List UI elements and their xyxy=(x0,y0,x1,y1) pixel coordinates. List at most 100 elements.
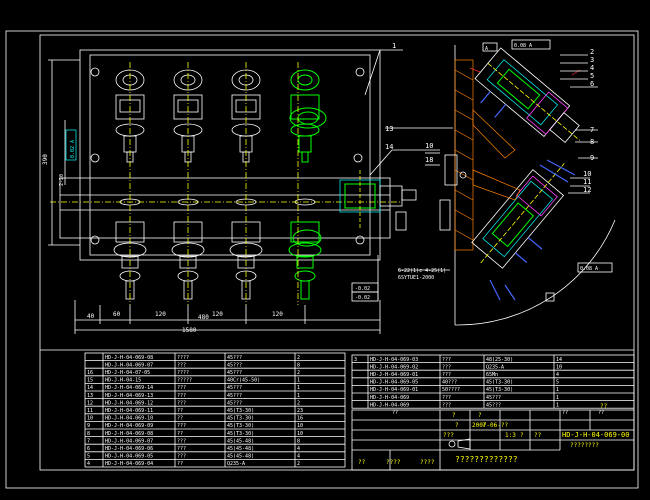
tb-mark-5: ?? xyxy=(600,403,608,410)
part-no-14: 14 xyxy=(385,143,393,151)
left-table-cell-qty: 2 xyxy=(297,370,300,376)
left-table-cell-material: 40Cr(45-50) xyxy=(227,378,260,384)
part-no-12: 12 xyxy=(583,186,591,194)
left-table-cell-no: 14 xyxy=(87,385,93,391)
right-table-cell-name: 40??? xyxy=(442,380,457,386)
part-no-9: 9 xyxy=(590,154,594,162)
right-table-cell-material: 48(25-30) xyxy=(486,357,513,363)
right-table-cell-code: HD-J-H-04-069-02 xyxy=(370,364,418,370)
side-clamp-block xyxy=(339,170,417,231)
left-table-cell-qty: 8 xyxy=(297,362,300,368)
left-table-cell-no: 16 xyxy=(87,370,93,376)
left-table-cell-no: 8 xyxy=(87,431,90,437)
right-table-cell-qty: 5 xyxy=(556,380,559,386)
left-table-cell-qty: 16 xyxy=(297,416,303,422)
base-plate-inner xyxy=(89,54,371,256)
note-b: 6SYTUE1-2000 xyxy=(398,275,434,281)
right-table-cell-code: HD-J-H-04-069-03 xyxy=(370,357,418,363)
tb-mark-2: ? xyxy=(478,412,482,419)
left-table-cell-qty: 1 xyxy=(297,378,300,384)
left-table-cell-material: 45(45-48) xyxy=(227,446,254,452)
tb-sheet: ? xyxy=(520,432,524,439)
part-no-10b: 10 xyxy=(425,142,433,150)
datum-label: A xyxy=(485,46,488,52)
dim-480: 480 xyxy=(198,314,209,321)
tb-sign-c: ???? xyxy=(420,459,435,466)
left-table-cell-material: 45(T3-30) xyxy=(227,431,254,437)
left-table-cell-qty: 10 xyxy=(297,423,303,429)
left-table-cell-name: ??? xyxy=(177,400,186,406)
right-table-cell-material: 45??? xyxy=(486,395,501,401)
right-table-cell-qty: 4 xyxy=(556,372,559,378)
left-table-cell-material: Q235-A xyxy=(227,461,245,467)
left-table-cell-material: 45??? xyxy=(227,370,242,376)
part-no-3: 3 xyxy=(590,56,594,64)
tb-subtitle: ???????? xyxy=(570,442,599,449)
part-no-6: 6 xyxy=(590,80,594,88)
right-table-cell-name: ??? xyxy=(442,402,451,408)
part-no-1: 1 xyxy=(392,42,396,50)
left-table-cell-name: ??? xyxy=(177,362,186,368)
note-a: 6-22(1)c 4-25(1) xyxy=(398,268,446,274)
right-table-cell-name: ??? xyxy=(442,357,451,363)
left-table-cell-qty: 2 xyxy=(297,355,300,361)
left-table-cell-name: ??? xyxy=(177,446,186,452)
left-table-cell-code: HD-J-H-04-07-05 xyxy=(105,370,150,376)
dim-1580: 1580 xyxy=(182,327,197,334)
left-table-cell-name: ?? xyxy=(177,408,183,414)
right-table-cell-no: 3 xyxy=(354,357,357,363)
left-table-cell-no: 5 xyxy=(87,454,90,460)
left-table-cell-no: 7 xyxy=(87,438,90,444)
front-view xyxy=(50,49,417,305)
tb-sign-a: ?? xyxy=(358,459,366,466)
left-table-cell-qty: 1 xyxy=(297,393,300,399)
left-table-cell-code: HD-J-H-04-069-05 xyxy=(105,454,153,460)
part-no-2: 2 xyxy=(590,48,594,56)
left-table-cell-material: 45??? xyxy=(227,355,242,361)
left-table-cell-qty: 1 xyxy=(297,385,300,391)
left-table-cell-code: HD-J-H-04-069-12 xyxy=(105,400,153,406)
left-table-cell-qty: 2 xyxy=(297,400,300,406)
part-no-8: 8 xyxy=(590,138,594,146)
right-table-cell-name: ??? xyxy=(442,395,451,401)
title-block: ? ? ? ? ?? ??? ?? 2007-06-?? 1:3 ? HD-J-… xyxy=(351,403,635,471)
dimensions: 40 60 120 120 120 480 1580 390 2-20 0.02… xyxy=(42,59,450,334)
left-table-cell-name: ??? xyxy=(177,454,186,460)
tb-mark-1: ? xyxy=(452,412,456,419)
tb-mark-6: ??? xyxy=(443,432,454,439)
projection-symbol-icon xyxy=(448,438,471,450)
left-table-cell-qty: 10 xyxy=(297,431,303,437)
left-table-cell-qty: 4 xyxy=(297,446,300,452)
left-table-cell-qty: 4 xyxy=(297,454,300,460)
side-view: A 0.08 A 0.08 A xyxy=(364,39,616,326)
right-table-cell-material: Q235-A xyxy=(486,364,504,370)
left-table-cell-no: 4 xyxy=(87,461,90,467)
tol-top: 0.08 A xyxy=(514,43,532,49)
tb-sign-b: ???? xyxy=(386,459,401,466)
tb-date: 2007-06-?? xyxy=(472,422,509,429)
left-table-cell-qty: 23 xyxy=(297,408,303,414)
right-table-cell-name: ??? xyxy=(442,364,451,370)
left-table-cell-qty: 8 xyxy=(297,438,300,444)
part-no-4: 4 xyxy=(590,64,594,72)
left-table-cell-no: 10 xyxy=(87,416,93,422)
right-table-cell-name: ??? xyxy=(442,372,451,378)
right-table-cell-material: 65Mn xyxy=(486,372,498,378)
right-table-footer-cell: ?? xyxy=(562,410,568,416)
left-table-cell-name: ??? xyxy=(177,438,186,444)
left-table-cell-no: 13 xyxy=(87,393,93,399)
left-table-cell-code: HD-J-H-04-069-08 xyxy=(105,355,153,361)
clamp-unit-1 xyxy=(115,69,145,163)
left-table-cell-code: HD-J-H-04-069-07 xyxy=(105,362,153,368)
clamp-unit-2 xyxy=(173,69,203,163)
upper-arm xyxy=(474,47,581,144)
right-table-footer-cell: ?? xyxy=(598,410,604,416)
inner-frame xyxy=(39,34,635,471)
tb-mark-3: ? xyxy=(455,422,459,429)
dim-40: 40 xyxy=(87,313,95,320)
right-table-footer-cell: ?? xyxy=(392,410,398,416)
left-table-cell-code: HD-J-H-04-15 xyxy=(105,378,141,384)
left-table-cell-no: 15 xyxy=(87,378,93,384)
part-no-11: 11 xyxy=(583,178,591,186)
left-table-cell-no: 6 xyxy=(87,446,90,452)
